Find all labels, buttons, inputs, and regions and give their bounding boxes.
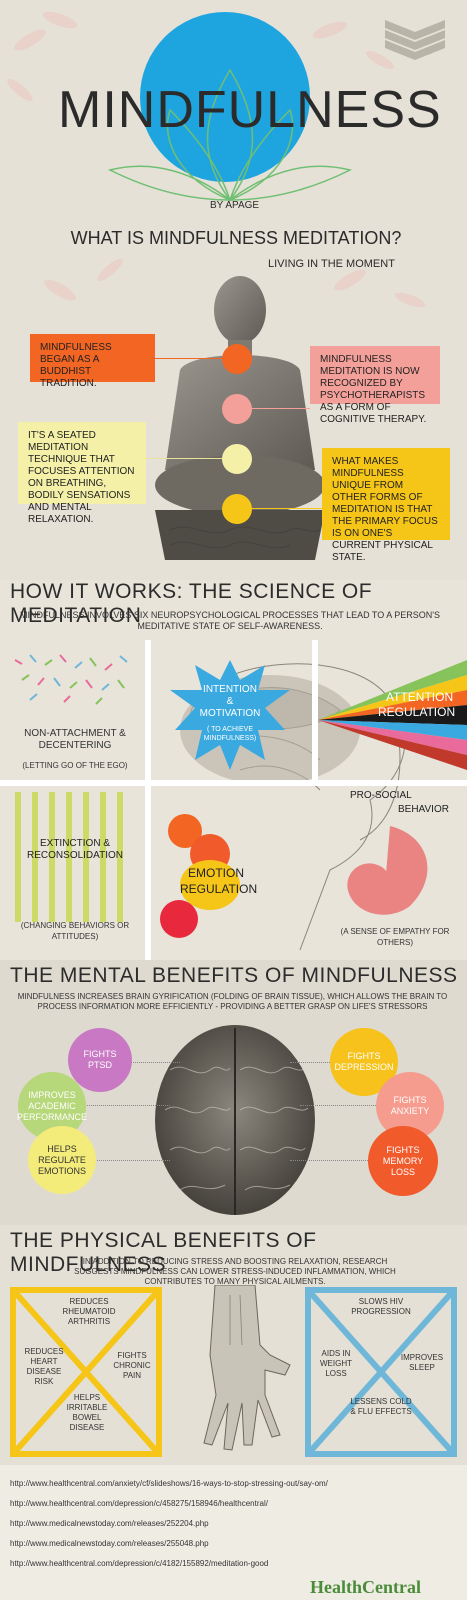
extinction-label: EXTINCTION & RECONSOLIDATION [27,838,123,861]
left-x-frame [10,1287,162,1457]
connector-line [290,1160,370,1161]
source-link[interactable]: http://www.healthcentral.com/anxiety/cf/… [10,1479,328,1488]
source-link[interactable]: http://www.medicalnewstoday.com/releases… [10,1539,209,1548]
brand-logo-part1: Health [310,1577,362,1597]
benefit-fights-memory-loss: FIGHTS MEMORY LOSS [368,1126,438,1196]
chakra-dot-1 [222,344,252,374]
intention-line1: INTENTION [203,684,257,695]
emotion-dot-4 [160,900,198,938]
grid-divider [312,640,318,780]
connector-line [120,1062,180,1063]
prosocial-note: (A SENSE OF EMPATHY FOR OTHERS) [340,927,450,947]
connector-line [252,408,310,409]
attention-label-1: ATTENTION [386,690,454,704]
hand-skeleton-illustration [203,1285,291,1451]
connector-line [155,358,223,359]
intention-line2: & [226,696,234,707]
extinction-note: (CHANGING BEHAVIORS OR ATTITUDES) [20,921,130,941]
tagline: LIVING IN THE MOMENT [268,258,395,270]
non-attachment-note: (LETTING GO OF THE EGO) [22,761,128,770]
brand-logo-part2: Central [362,1577,421,1597]
connector-line [252,508,322,509]
paisley-pattern [347,826,428,915]
section-subtitle: MINDFULNESS INVOLVES SIX NEUROPSYCHOLOGI… [19,610,440,631]
connector-line [80,1105,170,1106]
emotion-label-2: REGULATION [180,882,258,896]
prosocial-label-1: PRO-SOCIAL [350,790,412,801]
physical-right-bottom: LESSENS COLD & FLU EFFECTS [350,1397,412,1416]
source-link[interactable]: http://www.medicalnewstoday.com/releases… [10,1519,209,1528]
sources-footer: http://www.healthcentral.com/anxiety/cf/… [0,1465,467,1600]
right-x-frame [305,1287,457,1457]
blue-circle [140,12,310,182]
intention-burst-shape [170,660,290,770]
attention-label-2: REGULATION [378,705,456,719]
main-title: MINDFULNESS [58,81,442,139]
source-link[interactable]: http://www.healthcentral.com/depression/… [10,1499,268,1508]
grid-divider [0,780,467,786]
prosocial-label-2: BEHAVIOR [398,804,449,815]
section-title: THE MENTAL BENEFITS OF MINDFULNESS [10,964,458,987]
header-section: MINDFULNESS BY APAGE WHAT IS MINDFULNESS… [0,0,467,580]
question-heading: WHAT IS MINDFULNESS MEDITATION? [70,228,402,248]
physical-left-top: REDUCES RHEUMATOID ARTHRITIS [62,1297,116,1326]
intention-line3: MOTIVATION [199,708,261,719]
intention-label: INTENTION & MOTIVATION [190,684,270,720]
physical-left-right: FIGHTS CHRONIC PAIN [113,1351,151,1380]
connector-line [90,1160,170,1161]
fact-seated-technique: IT'S A SEATED MEDITATION TECHNIQUE THAT … [18,422,146,525]
connector-line [300,1105,380,1106]
physical-right-top: SLOWS HIV PROGRESSION [351,1297,411,1316]
byline: BY APAGE [210,200,260,211]
section-subtitle: IN ADDITION TO REDUCING STRESS AND BOOST… [74,1257,396,1286]
section-subtitle: MINDFULNESS INCREASES BRAIN GYRIFICATION… [17,992,448,1011]
source-link[interactable]: http://www.healthcentral.com/depression/… [10,1559,269,1568]
section-title: THE PHYSICAL BENEFITS OF MINDFULNESS [10,1229,317,1276]
emotion-label-1: EMOTION [188,866,244,880]
grid-divider [145,640,151,960]
chevron-stack-icon [385,20,445,60]
non-attachment-label: NON-ATTACHMENT & DECENTERING [24,728,126,751]
fact-buddhist-tradition: MINDFULNESS BEGAN AS A BUDDHIST TRADITIO… [30,334,155,389]
chakra-dot-4 [222,494,252,524]
fact-physical-focus: WHAT MAKES MINDFULNESS UNIQUE FROM OTHER… [322,448,450,563]
bamboo-pattern [15,792,123,922]
physical-left-bottom: HELPS IRRITABLE BOWEL DISEASE [66,1393,108,1432]
fact-cognitive-therapy: MINDFULNESS MEDITATION IS NOW RECOGNIZED… [310,346,440,425]
emotion-dot-3 [180,860,240,910]
attention-rays [318,660,467,770]
physical-right-right: IMPROVES SLEEP [400,1353,444,1372]
chakra-dot-3 [222,444,252,474]
connector-line [146,458,222,459]
how-it-works-section: HOW IT WORKS: THE SCIENCE OF MEDITATION … [0,580,467,960]
benefit-regulate-emotions: HELPS REGULATE EMOTIONS [28,1126,96,1194]
mental-benefits-section: THE MENTAL BENEFITS OF MINDFULNESS MINDF… [0,960,467,1225]
physical-benefits-section: THE PHYSICAL BENEFITS OF MINDFULNESS IN … [0,1225,467,1465]
brand-logo: HealthCentral [310,1577,421,1598]
section-title: HOW IT WORKS: THE SCIENCE OF MEDITATION [10,580,373,627]
brain-illustration [155,1025,315,1215]
lotus-icon [107,68,353,202]
connector-line [290,1062,340,1063]
leaf-decoration [7,11,426,308]
physical-left-left: REDUCES HEART DISEASE RISK [24,1347,64,1386]
physical-right-left: AIDS IN WEIGHT LOSS [320,1349,352,1378]
intention-note: ( TO ACHIEVE MINDFULNESS) [203,726,257,742]
benefit-fights-ptsd: FIGHTS PTSD [68,1028,132,1092]
chakra-dot-2 [222,394,252,424]
confetti-pattern [14,654,128,705]
